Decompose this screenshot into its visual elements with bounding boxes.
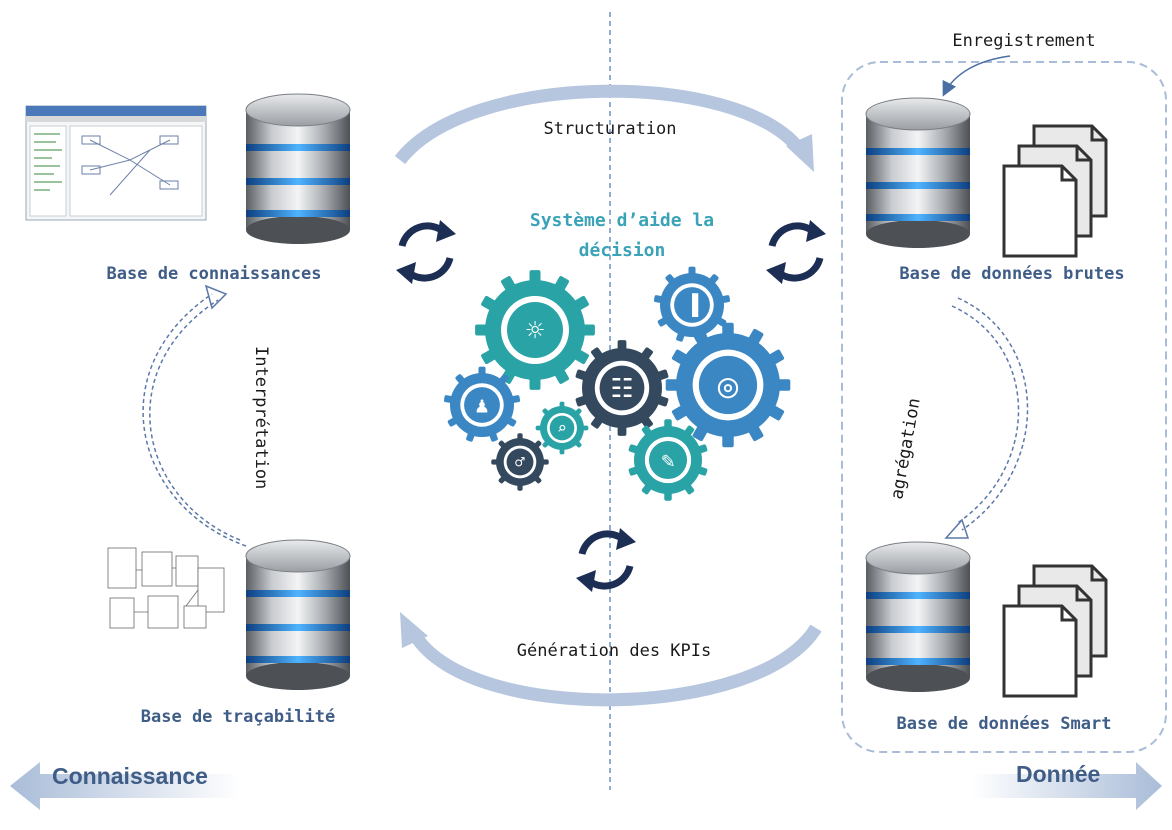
kpi-generation-arrow bbox=[400, 612, 822, 707]
clipboard-icon: ☷ bbox=[610, 374, 633, 404]
label-enregistrement: Enregistrement bbox=[952, 31, 1095, 51]
gear-idea bbox=[475, 270, 595, 390]
record-arrow bbox=[942, 55, 1011, 97]
center-title-line2: décision bbox=[579, 240, 666, 261]
traceability-schema-thumbnail bbox=[107, 547, 225, 629]
refresh-cycle-icon-right bbox=[766, 220, 826, 284]
knowledge-axis-arrow bbox=[10, 762, 240, 810]
aggregation-arrow bbox=[944, 297, 1029, 539]
knowledge-screenshot-thumbnail bbox=[25, 105, 207, 221]
search-icon: ⌕ bbox=[557, 419, 567, 438]
refresh-cycle-icon-left bbox=[396, 220, 456, 284]
label-kpi-generation: Génération des KPIs bbox=[517, 641, 711, 661]
person-icon: ♂ bbox=[515, 453, 525, 472]
bar-chart-icon: ▐ bbox=[686, 293, 699, 317]
gears-icon: ☼ ▐ ☷ ◎ ♟ ⌕ ♂ ✎ bbox=[443, 266, 791, 501]
label-interpretation: Interprétation bbox=[251, 346, 271, 489]
label-knowledge-base: Base de connaissances bbox=[107, 264, 322, 284]
data-container bbox=[841, 61, 1167, 753]
data-axis-arrow bbox=[972, 762, 1162, 810]
gear-people bbox=[443, 366, 521, 442]
traceability-database-icon bbox=[245, 539, 351, 691]
smart-database-icon bbox=[865, 541, 971, 693]
label-structuration: Structuration bbox=[543, 119, 676, 139]
gear-target bbox=[665, 322, 791, 448]
refresh-cycle-icon-bottom bbox=[576, 528, 636, 592]
pencil-icon: ✎ bbox=[661, 449, 674, 474]
label-knowledge-axis: Connaissance bbox=[52, 763, 208, 789]
target-icon: ◎ bbox=[718, 366, 739, 406]
raw-database-icon bbox=[865, 97, 971, 249]
gear-pencil bbox=[628, 419, 708, 501]
raw-document-stack-icon bbox=[1002, 124, 1108, 258]
knowledge-database-icon bbox=[245, 93, 351, 245]
smart-document-stack-icon bbox=[1002, 564, 1108, 698]
gear-person bbox=[491, 433, 549, 491]
label-aggregation: agrégation bbox=[887, 397, 924, 501]
structuration-arrow bbox=[394, 84, 814, 172]
gear-clipboard bbox=[575, 340, 669, 436]
label-data-axis: Donnée bbox=[1016, 761, 1100, 787]
interpretation-arrow bbox=[142, 284, 247, 547]
label-smart-db: Base de données Smart bbox=[897, 714, 1112, 734]
label-raw-db: Base de données brutes bbox=[899, 264, 1124, 284]
lightbulb-icon: ☼ bbox=[526, 314, 544, 349]
gear-search bbox=[535, 401, 589, 455]
gear-chart bbox=[653, 266, 731, 342]
people-icon: ♟ bbox=[475, 394, 488, 419]
label-traceability-base: Base de traçabilité bbox=[141, 707, 335, 727]
center-title-line1: Système d’aide la bbox=[530, 210, 714, 231]
